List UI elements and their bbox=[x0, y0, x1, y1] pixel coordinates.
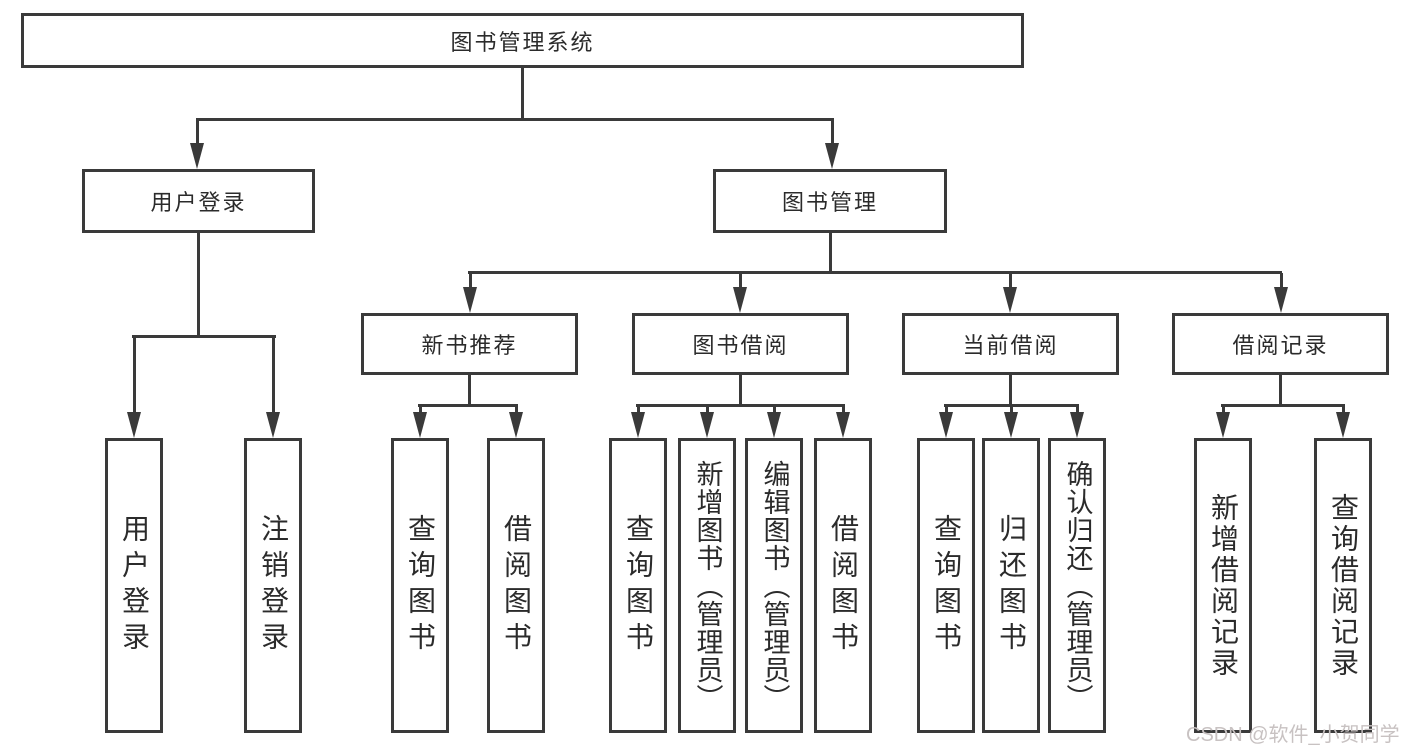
node-current-borrowing: 当前借阅 bbox=[902, 313, 1119, 375]
node-library-system: 图书管理系统 bbox=[21, 13, 1024, 68]
connector-root-stem bbox=[521, 66, 524, 121]
arrowhead-icon bbox=[190, 143, 204, 169]
connector-root-hline bbox=[196, 118, 834, 121]
leaf-user-login: 用户登录 bbox=[105, 438, 163, 733]
leaf-query-books-2: 查询图书 bbox=[609, 438, 667, 733]
arrowhead-icon bbox=[1336, 412, 1350, 438]
connector-hline bbox=[1221, 404, 1345, 407]
arrowhead-icon bbox=[836, 412, 850, 438]
node-book-management-branch: 图书管理 bbox=[713, 169, 947, 233]
leaf-logout-login: 注销登录 bbox=[244, 438, 302, 733]
connector-stem bbox=[739, 373, 742, 406]
leaf-query-books-1: 查询图书 bbox=[391, 438, 449, 733]
connector-line bbox=[1009, 273, 1012, 287]
connector-line bbox=[1222, 406, 1225, 412]
arrowhead-icon bbox=[1004, 412, 1018, 438]
connector-line bbox=[196, 120, 199, 143]
node-book-borrowing: 图书借阅 bbox=[632, 313, 849, 375]
connector-hline bbox=[636, 404, 845, 407]
connector-stem bbox=[1279, 373, 1282, 406]
arrowhead-icon bbox=[463, 287, 477, 313]
arrowhead-icon bbox=[1003, 287, 1017, 313]
leaf-borrow-books-2: 借阅图书 bbox=[814, 438, 872, 733]
connector-stem bbox=[1009, 373, 1012, 406]
connector-stem bbox=[468, 373, 471, 406]
connector-hline bbox=[418, 404, 518, 407]
arrowhead-icon bbox=[413, 412, 427, 438]
leaf-confirm-return-admin: 确认归还（管理员） bbox=[1048, 438, 1106, 733]
connector-line bbox=[419, 406, 422, 412]
arrowhead-icon bbox=[939, 412, 953, 438]
arrowhead-icon bbox=[509, 412, 523, 438]
arrowhead-icon bbox=[700, 412, 714, 438]
leaf-add-borrow-record: 新增借阅记录 bbox=[1194, 438, 1252, 733]
leaf-borrow-books-1: 借阅图书 bbox=[487, 438, 545, 733]
connector-line bbox=[842, 406, 845, 412]
connector-line bbox=[773, 406, 776, 412]
arrowhead-icon bbox=[1070, 412, 1084, 438]
arrowhead-icon bbox=[767, 412, 781, 438]
arrowhead-icon bbox=[1216, 412, 1230, 438]
connector-hline bbox=[944, 404, 1079, 407]
connector-line bbox=[515, 406, 518, 412]
node-user-login-branch: 用户登录 bbox=[82, 169, 315, 233]
connector-line bbox=[1076, 406, 1079, 412]
leaf-query-books-3: 查询图书 bbox=[917, 438, 975, 733]
connector-line bbox=[637, 406, 640, 412]
connector-line bbox=[739, 273, 742, 287]
csdn-watermark: CSDN @软件_小贺同学 bbox=[1186, 724, 1400, 746]
connector-line bbox=[1342, 406, 1345, 412]
arrowhead-icon bbox=[631, 412, 645, 438]
arrowhead-icon bbox=[266, 412, 280, 438]
leaf-edit-book-admin: 编辑图书（管理员） bbox=[745, 438, 803, 733]
connector-user-login-stem bbox=[197, 231, 200, 338]
connector-line bbox=[831, 120, 834, 143]
connector-line bbox=[1280, 273, 1283, 287]
leaf-query-borrow-record: 查询借阅记录 bbox=[1314, 438, 1372, 733]
connector-line bbox=[706, 406, 709, 412]
arrowhead-icon bbox=[1274, 287, 1288, 313]
connector-user-login-hline bbox=[132, 335, 276, 338]
leaf-add-book-admin: 新增图书（管理员） bbox=[678, 438, 736, 733]
leaf-return-book: 归还图书 bbox=[982, 438, 1040, 733]
connector-line bbox=[469, 273, 472, 287]
arrowhead-icon bbox=[825, 143, 839, 169]
node-borrowing-records: 借阅记录 bbox=[1172, 313, 1389, 375]
connector-line bbox=[945, 406, 948, 412]
connector-line bbox=[133, 336, 136, 412]
connector-book-mgmt-stem bbox=[829, 231, 832, 274]
connector-line bbox=[1010, 406, 1013, 412]
node-new-book-recommend: 新书推荐 bbox=[361, 313, 578, 375]
connector-line bbox=[272, 336, 275, 412]
connector-book-mgmt-hline bbox=[468, 271, 1282, 274]
arrowhead-icon bbox=[733, 287, 747, 313]
arrowhead-icon bbox=[127, 412, 141, 438]
